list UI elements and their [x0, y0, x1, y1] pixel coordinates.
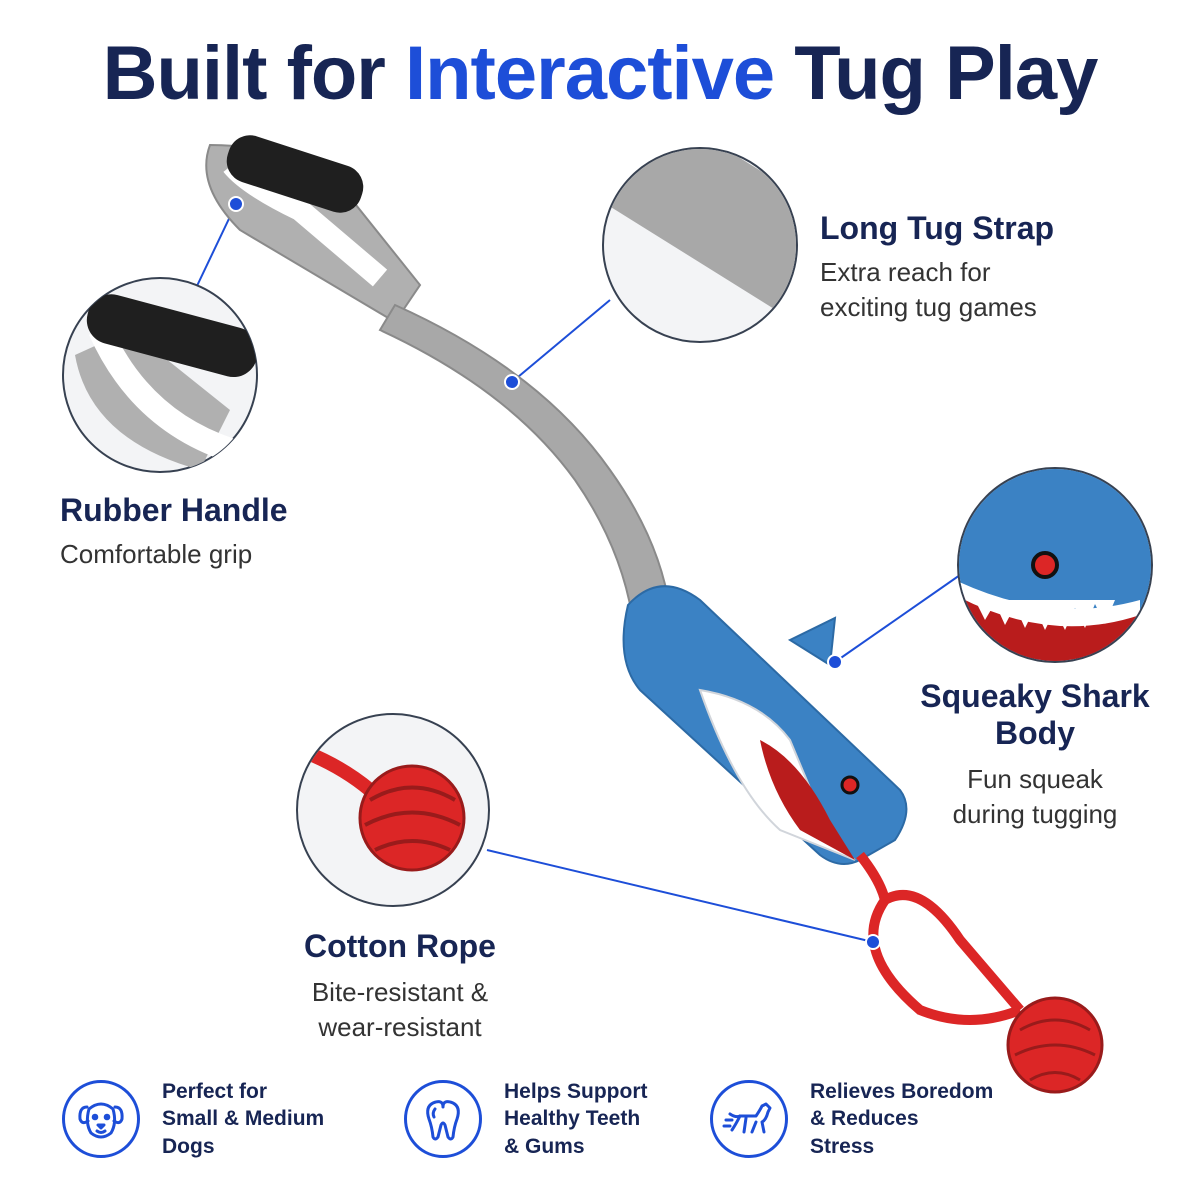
feature-description-line: during tugging — [952, 799, 1118, 830]
badge-label: Perfect for Small & Medium Dogs — [162, 1080, 325, 1158]
callout-dot-strap — [504, 374, 520, 390]
badge-healthy-teeth: Helps Support Healthy Teeth & Gums — [404, 1078, 648, 1160]
feature-squeaky-shark-body: Squeaky Shark Body Fun squeak during tug… — [880, 678, 1190, 832]
callout-dot-handle — [228, 196, 244, 212]
feature-title: Squeaky Shark Body — [920, 678, 1150, 751]
feature-description: Bite-resistant & wear-resistant — [250, 975, 550, 1045]
rubber-grip — [226, 135, 364, 213]
dog-face-icon — [62, 1079, 140, 1158]
detail-circle-shark — [957, 467, 1153, 663]
rope-and-ball — [856, 851, 1104, 1094]
feature-description-line: exciting tug games — [820, 292, 1037, 323]
badge-label: Helps Support Healthy Teeth & Gums — [504, 1080, 648, 1158]
detail-circle-rope — [296, 713, 490, 907]
feature-description-line: Bite-resistant & — [311, 977, 489, 1007]
feature-description-line: Extra reach for — [820, 257, 991, 287]
headline-part1: Built for — [102, 31, 405, 116]
feature-description-line: wear-resistant — [318, 1012, 482, 1043]
tug-strap — [378, 303, 672, 617]
shark-eye — [840, 775, 860, 795]
callout-dot-shark — [827, 654, 843, 670]
feature-title: Rubber Handle — [60, 492, 288, 528]
feature-description-line: Comfortable grip — [60, 539, 253, 569]
headline-accent: Interactive — [405, 31, 775, 116]
feature-description: Comfortable grip — [60, 537, 380, 572]
handle-loop — [205, 135, 422, 324]
callout-dot-rope — [865, 934, 881, 950]
running-dog-icon — [710, 1079, 788, 1158]
shark-fin — [787, 616, 837, 667]
feature-rubber-handle: Rubber Handle Comfortable grip — [60, 492, 380, 572]
badge-small-medium-dogs: Perfect for Small & Medium Dogs — [62, 1078, 324, 1160]
shark-body — [622, 585, 908, 865]
callout-lines — [195, 203, 961, 943]
callout-line-strap — [511, 299, 611, 383]
callout-line-shark — [834, 574, 961, 663]
badge-label: Relieves Boredom & Reduces Stress — [810, 1080, 994, 1158]
headline-part2: Tug Play — [774, 31, 1098, 116]
feature-description: Extra reach for exciting tug games — [820, 255, 1180, 325]
detail-circle-handle — [62, 277, 258, 473]
headline: Built for Interactive Tug Play — [0, 30, 1200, 117]
feature-description: Fun squeak during tugging — [880, 762, 1190, 832]
callout-dots — [228, 196, 881, 950]
feature-title: Cotton Rope — [304, 928, 496, 964]
badge-relieves-boredom: Relieves Boredom & Reduces Stress — [710, 1078, 993, 1160]
feature-long-tug-strap: Long Tug Strap Extra reach for exciting … — [820, 210, 1180, 325]
tooth-icon — [404, 1079, 482, 1158]
feature-cotton-rope: Cotton Rope Bite-resistant & wear-resist… — [250, 928, 550, 1045]
callout-line-rope — [486, 849, 874, 943]
feature-description-line: Fun squeak — [967, 764, 1103, 794]
feature-title: Long Tug Strap — [820, 210, 1055, 246]
